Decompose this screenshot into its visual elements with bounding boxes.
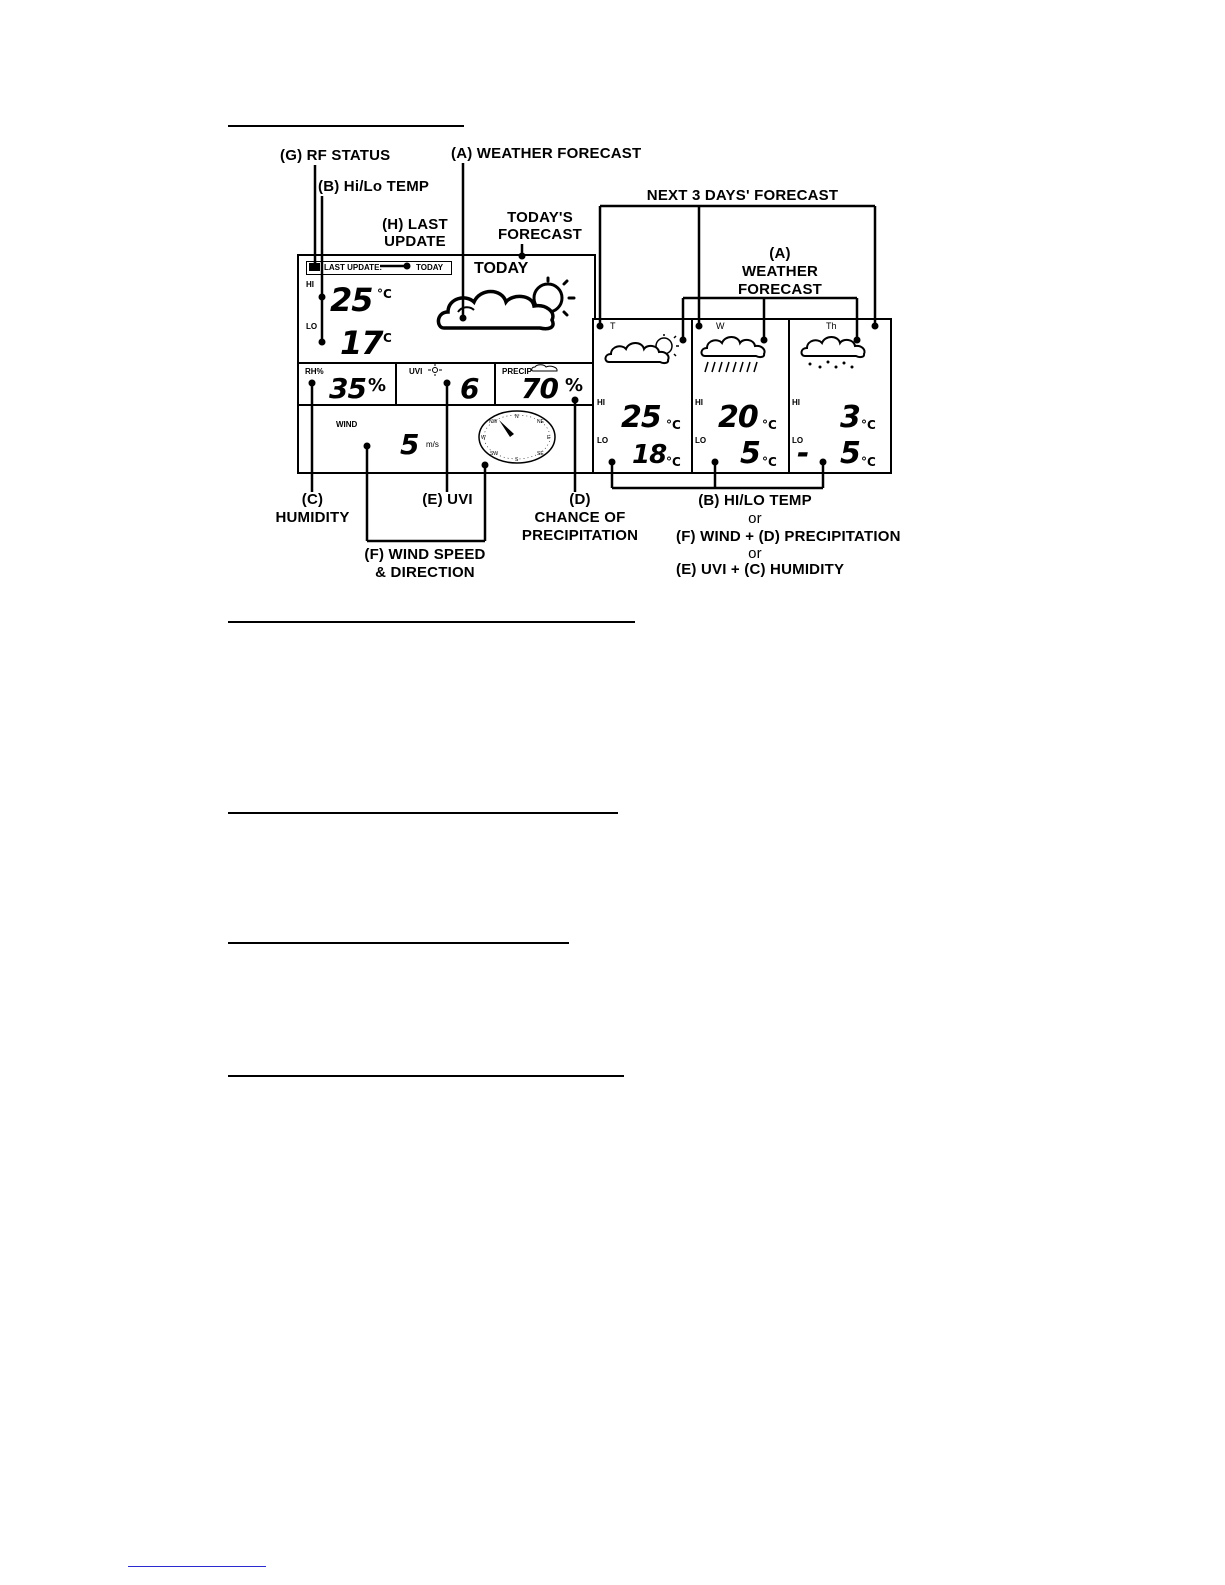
- day-3-lo-value: 5: [840, 436, 861, 471]
- precip-label: PRECIP: [502, 367, 532, 376]
- precip-percent: %: [565, 375, 584, 396]
- section-rule-3: [228, 812, 618, 814]
- last-update-box: [306, 261, 452, 275]
- today-hi-value: 25: [330, 281, 374, 319]
- day-3-lo-unit: °C: [861, 455, 876, 469]
- panel-divider-vertical-1: [395, 363, 397, 404]
- day-3-lo-sign: -: [797, 436, 809, 471]
- uvi-label: UVI: [409, 367, 423, 376]
- wind-value: 5: [400, 428, 420, 461]
- day-1-hi-label: HI: [597, 398, 605, 407]
- day-2-lo-value: 5: [740, 436, 761, 471]
- last-update-label: LAST UPDATE:: [324, 263, 383, 272]
- snow-icon: [800, 336, 866, 369]
- today-hi-label: HI: [306, 280, 314, 289]
- day-3-hi-unit: °C: [861, 418, 876, 432]
- today-label: TODAY: [474, 260, 529, 277]
- svg-text:SW: SW: [490, 451, 498, 457]
- day-2-hi-label: HI: [695, 398, 703, 407]
- day-1-lo-label: LO: [597, 436, 609, 445]
- svg-text:W: W: [481, 435, 486, 441]
- callout-forecast-a-line3: FORECAST: [737, 281, 823, 298]
- svg-text:NW: NW: [489, 419, 498, 425]
- callout-todays-forecast-line2: FORECAST: [497, 226, 583, 243]
- day-1-lo-unit: °C: [666, 455, 681, 469]
- callout-weather-forecast: (A) WEATHER FORECAST: [451, 145, 642, 162]
- day-2-hi-value: 20: [718, 400, 759, 435]
- callout-last-update-line1: (H) LAST: [382, 216, 448, 233]
- callout-bottom-or-2: or: [748, 545, 762, 562]
- rain-icon: [700, 336, 766, 373]
- callout-bottom-or-1: or: [748, 510, 762, 527]
- day-1-label: T: [610, 321, 616, 331]
- day-1-hi-value: 25: [621, 400, 662, 435]
- partly-cloudy-icon: [604, 334, 679, 365]
- rh-label: RH%: [305, 367, 324, 376]
- svg-text:S: S: [515, 457, 519, 463]
- callout-forecast-a-line2: WEATHER: [741, 263, 819, 280]
- callout-hilo-temp: (B) Hi/Lo TEMP: [318, 178, 430, 195]
- today-lo-unit: °C: [377, 331, 392, 345]
- day-2-hi-unit: °C: [762, 418, 777, 432]
- callout-bottom-uvi-humidity: (E) UVI + (C) HUMIDITY: [676, 561, 845, 578]
- day-3-label: Th: [826, 321, 837, 331]
- day-1-lo-value: 18: [632, 440, 667, 470]
- section-rule-5: [228, 1075, 624, 1077]
- callout-humidity-line1: (C): [301, 491, 324, 508]
- today-partly-cloudy-icon: [436, 276, 576, 331]
- callout-rf-status: (G) RF STATUS: [280, 147, 391, 164]
- callout-precip-line1: (D): [569, 491, 591, 508]
- leader-lines: [308, 163, 879, 543]
- day-3-hi-label: HI: [792, 398, 800, 407]
- day-1-hi-unit: °C: [666, 418, 681, 432]
- panel-divider-vertical-2: [494, 363, 496, 404]
- uvi-value: 6: [460, 372, 480, 405]
- section-rule-1: [228, 125, 464, 127]
- callout-uvi: (E) UVI: [422, 491, 473, 508]
- rh-value: 35: [329, 372, 367, 405]
- section-rule-2: [228, 621, 635, 623]
- rh-percent: %: [368, 375, 387, 396]
- section-rule-4: [228, 942, 569, 944]
- callout-wind-line2: & DIRECTION: [375, 564, 475, 581]
- precip-cloud-icon: [531, 364, 558, 372]
- day-2-label: W: [716, 321, 725, 331]
- panel-divider-horizontal-2: [297, 404, 594, 406]
- today-hi-unit: °C: [377, 287, 392, 301]
- callout-precip-line3: PRECIPITATION: [521, 527, 639, 544]
- callout-last-update-line2: UPDATE: [384, 233, 446, 250]
- svg-text:NE: NE: [537, 419, 545, 425]
- forecast-divider-1: [691, 318, 693, 472]
- precip-value: 70: [521, 372, 559, 405]
- callout-bottom-wind-precip: (F) WIND + (D) PRECIPITATION: [676, 528, 901, 545]
- day-3-hi-value: 3: [840, 400, 861, 435]
- panel-divider-horizontal: [297, 362, 594, 364]
- today-lo-value: 17: [340, 324, 384, 362]
- callout-todays-forecast-line1: TODAY'S: [507, 209, 573, 226]
- day-2-lo-label: LO: [695, 436, 707, 445]
- last-update-value: TODAY: [416, 263, 444, 272]
- svg-text:N: N: [515, 414, 519, 420]
- day-2-lo-unit: °C: [762, 455, 777, 469]
- svg-text:SE: SE: [537, 451, 544, 457]
- wind-unit: m/s: [426, 440, 439, 449]
- callout-next-3-days: NEXT 3 DAYS' FORECAST: [646, 187, 839, 204]
- callout-forecast-a-line1: (A): [769, 245, 791, 262]
- day-3-lo-label: LO: [792, 436, 804, 445]
- callout-humidity-line2: HUMIDITY: [275, 509, 350, 526]
- callout-precip-line2: CHANCE OF: [534, 509, 626, 526]
- uvi-sun-icon: [428, 364, 442, 376]
- today-lo-label: LO: [306, 322, 318, 331]
- callout-wind-line1: (F) WIND SPEED: [364, 546, 486, 563]
- wind-label: WIND: [336, 420, 358, 429]
- wind-compass-icon: N NE E SE S SW W NW: [478, 410, 556, 464]
- footer-link-rule: [128, 1566, 266, 1567]
- forecast-divider-2: [788, 318, 790, 472]
- callout-bottom-hilo: (B) HI/LO TEMP: [698, 492, 812, 509]
- svg-text:E: E: [547, 435, 551, 441]
